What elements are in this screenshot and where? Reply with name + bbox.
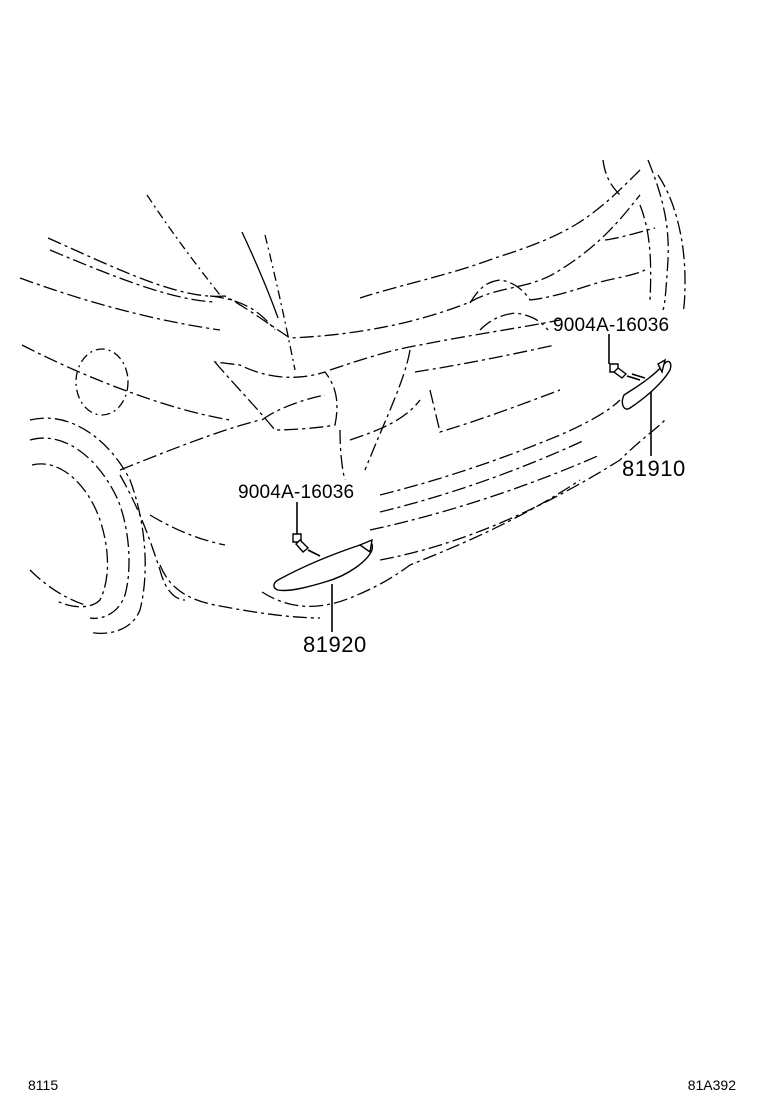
label-clip-lower: 9004A-16036 bbox=[238, 482, 354, 503]
page-code: 8115 bbox=[28, 1077, 59, 1093]
clip-lower bbox=[292, 533, 321, 557]
drawing-code: 81A392 bbox=[687, 1077, 736, 1093]
car-body-outline bbox=[19, 159, 686, 634]
leader-lines bbox=[296, 334, 652, 632]
label-part-81910: 81910 bbox=[622, 456, 686, 481]
part-81920-reflector bbox=[273, 538, 374, 592]
label-clip-upper: 9004A-16036 bbox=[553, 315, 669, 336]
part-81910-reflector bbox=[621, 358, 672, 410]
label-part-81920: 81920 bbox=[303, 632, 367, 657]
clip-upper bbox=[609, 363, 646, 381]
